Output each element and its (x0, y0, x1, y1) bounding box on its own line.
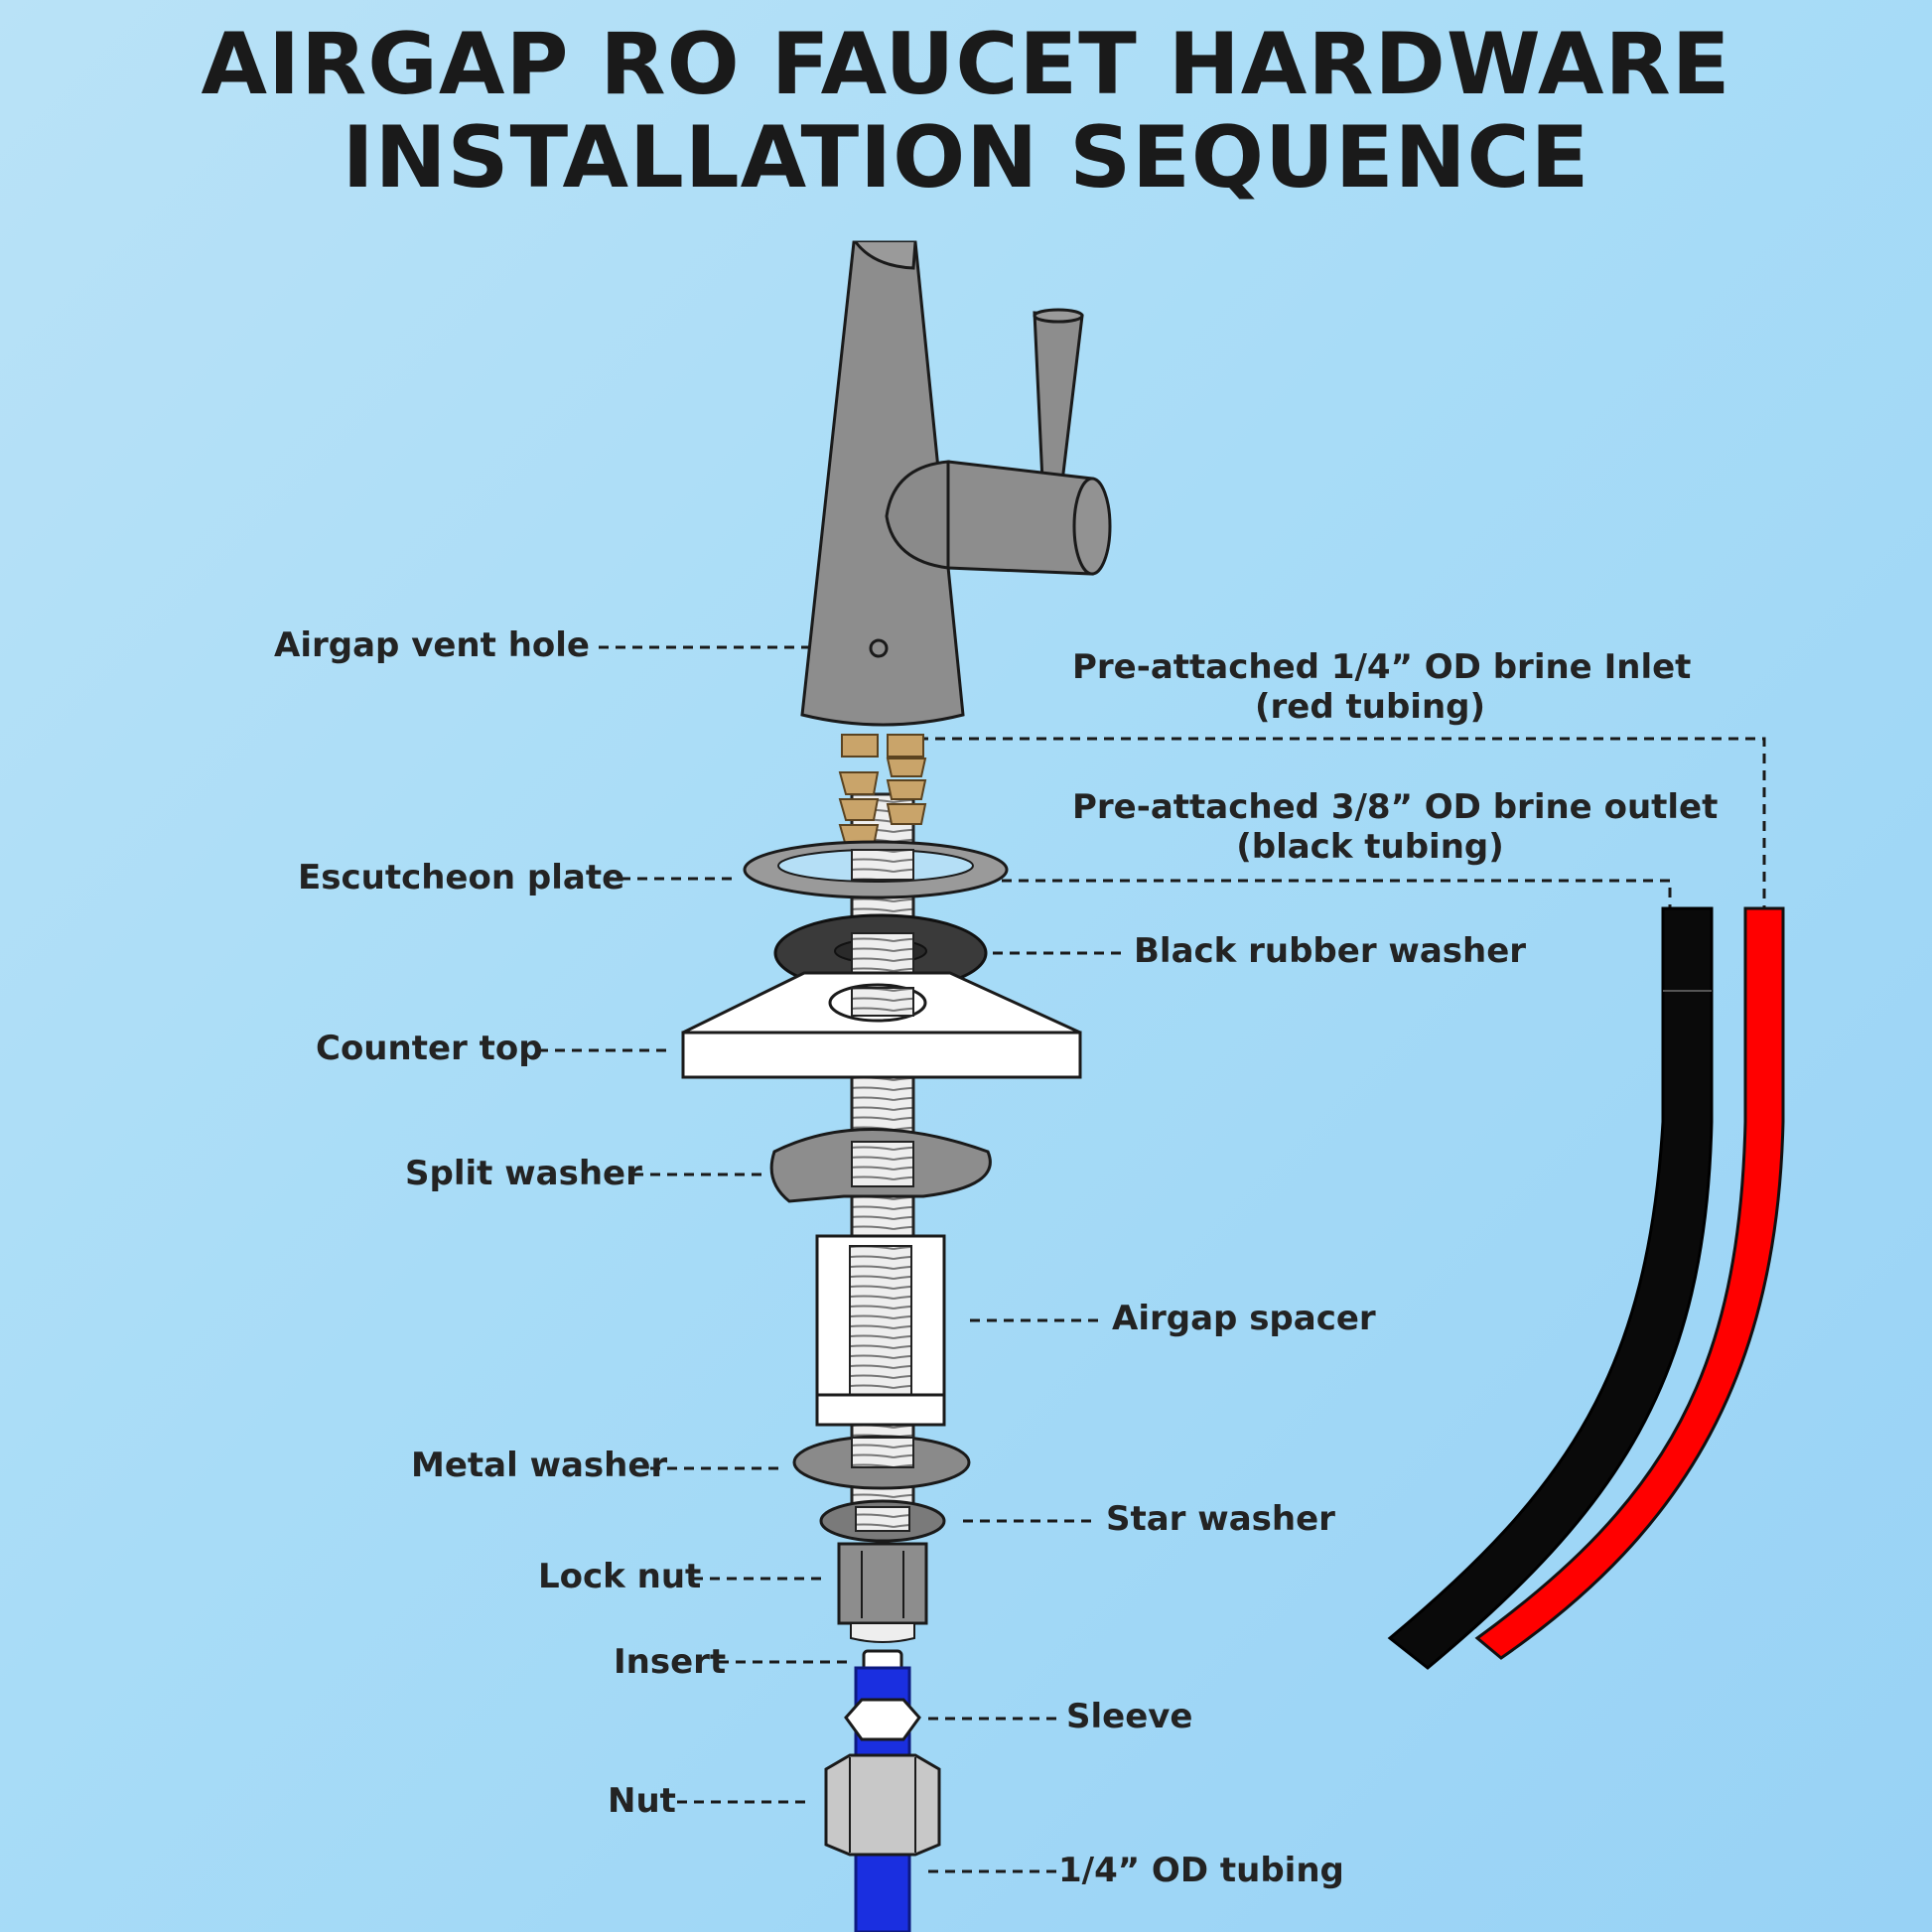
label-split-washer: Split washer (405, 1154, 642, 1193)
label-star-washer: Star washer (1106, 1499, 1335, 1539)
split-washer-stem-pass (851, 1141, 914, 1187)
label-brine-outlet: Pre-attached 3/8” OD brine outlet (1072, 787, 1719, 827)
label-brine-inlet-sub: (red tubing) (1254, 687, 1486, 727)
brass-barb-left-1 (838, 771, 880, 795)
leader-brine-outlet (968, 879, 1672, 908)
metal-washer-stem-pass (851, 1437, 914, 1468)
brass-barb-left-2 (838, 798, 880, 821)
red-tubing (1474, 906, 1785, 1660)
sleeve-body (844, 1698, 921, 1741)
black-tubing (1387, 906, 1714, 1670)
faucet-handle-cone (885, 460, 950, 570)
title-line-1: AIRGAP RO FAUCET HARDWARE (201, 15, 1731, 114)
title-line-2: INSTALLATION SEQUENCE (342, 108, 1590, 207)
counter-top-block (681, 971, 1082, 1079)
compression-nut-hex (824, 1753, 941, 1857)
label-black-rubber-washer: Black rubber washer (1134, 931, 1527, 971)
escutcheon-stem-pass (851, 849, 914, 881)
brass-fittings (838, 734, 927, 847)
airgap-spacer-part (815, 1234, 946, 1427)
airgap-spacer-slot (849, 1245, 912, 1396)
label-brine-outlet-sub: (black tubing) (1236, 827, 1504, 867)
compression-nut (824, 1753, 941, 1857)
label-airgap-spacer: Airgap spacer (1112, 1299, 1376, 1338)
star-washer (819, 1499, 946, 1543)
leader-lines (538, 645, 1766, 1873)
brine-tubing (1387, 906, 1785, 1670)
faucet (800, 240, 1112, 727)
faucet-handle-lever (1033, 311, 1084, 483)
label-escutcheon-plate: Escutcheon plate (298, 858, 625, 897)
escutcheon-plate (743, 840, 1009, 899)
lock-nut (837, 1542, 928, 1643)
label-insert: Insert (614, 1642, 727, 1682)
metal-washer (792, 1435, 971, 1490)
star-washer-stem-pass (855, 1506, 910, 1532)
airgap-vent-hole (869, 638, 889, 658)
label-airgap-vent-hole: Airgap vent hole (274, 625, 590, 665)
brass-fitting-right-collar (887, 734, 924, 758)
rubber-washer-stem-pass (851, 932, 914, 974)
label-od-tubing: 1/4” OD tubing (1058, 1851, 1344, 1890)
leader-brine-inlet (918, 737, 1766, 908)
faucet-spout-top (854, 241, 917, 270)
brass-fitting-left-collar (841, 734, 879, 758)
lock-nut-hex (837, 1542, 928, 1625)
label-lock-nut: Lock nut (538, 1557, 702, 1596)
label-brine-inlet: Pre-attached 1/4” OD brine Inlet (1072, 647, 1692, 687)
brass-barb-right-3 (886, 803, 927, 825)
faucet-body (800, 240, 965, 727)
label-nut: Nut (608, 1781, 676, 1821)
faucet-handle-cap (1072, 477, 1112, 576)
counter-top-stem-pass (851, 987, 914, 1017)
page-title: AIRGAP RO FAUCET HARDWARE INSTALLATION S… (0, 18, 1932, 205)
lock-nut-collar (850, 1622, 915, 1643)
label-sleeve: Sleeve (1066, 1697, 1193, 1736)
label-counter-top: Counter top (316, 1029, 543, 1068)
sleeve-part (844, 1698, 921, 1741)
faucet-handle-lever-top (1033, 308, 1084, 324)
split-washer (769, 1128, 992, 1203)
brass-barb-right-2 (886, 779, 927, 800)
label-metal-washer: Metal washer (411, 1446, 668, 1485)
brass-barb-right-1 (886, 758, 927, 777)
counter-top-front (681, 1031, 1082, 1079)
